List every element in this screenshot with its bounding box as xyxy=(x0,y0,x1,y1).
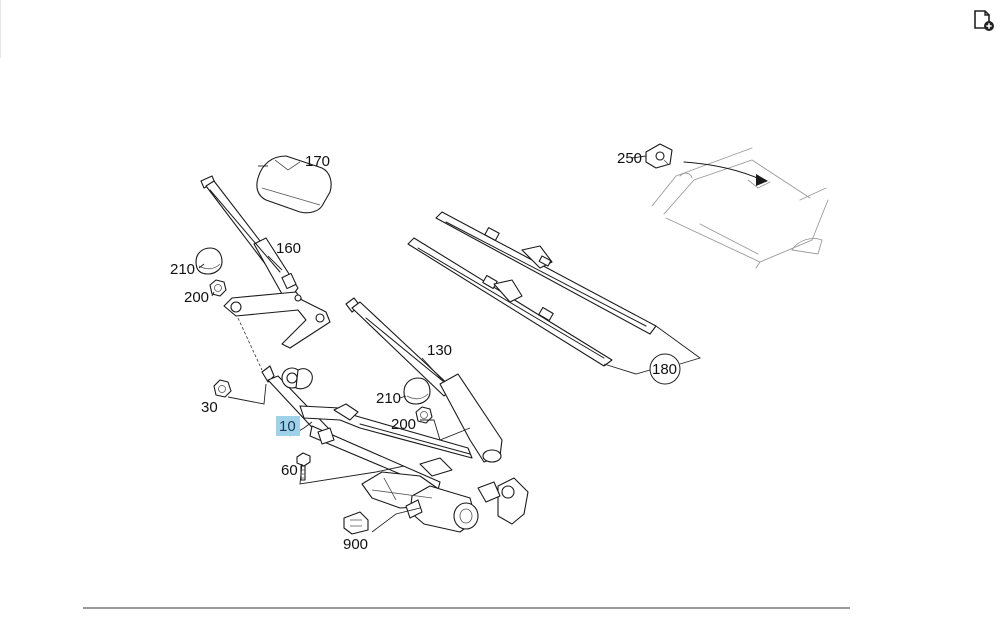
callout-210-right[interactable]: 210 xyxy=(376,390,401,407)
callout-10[interactable]: 10 xyxy=(279,418,296,435)
part-160-left-wiper-arm xyxy=(200,175,299,297)
callout-60[interactable]: 60 xyxy=(281,462,298,479)
left-edge-divider xyxy=(0,0,1,58)
callout-180[interactable]: 180 xyxy=(652,361,677,378)
callout-200-right-label: 200 xyxy=(391,416,416,433)
callout-130[interactable]: 130 xyxy=(427,342,452,359)
part-30-nut xyxy=(213,379,232,398)
callout-10-label: 10 xyxy=(279,418,296,435)
vehicle-windscreen-outline xyxy=(651,147,829,269)
callout-210-left-label: 210 xyxy=(170,261,195,278)
part-left-pivot-bracket xyxy=(223,291,331,371)
part-180-wiper-blade-upper xyxy=(435,211,657,335)
part-210-cap-right xyxy=(403,377,431,405)
callout-210-left[interactable]: 210 xyxy=(170,261,195,278)
callout-900-label: 900 xyxy=(343,536,368,553)
callout-160[interactable]: 160 xyxy=(276,240,301,257)
part-250-rain-sensor xyxy=(645,143,673,169)
part-900-connector xyxy=(343,511,369,535)
part-210-cap-left xyxy=(195,247,223,275)
part-wiper-motor xyxy=(361,471,501,533)
callout-200-left[interactable]: 200 xyxy=(184,289,209,306)
part-60-bolt xyxy=(296,452,311,481)
callout-60-label: 60 xyxy=(281,462,298,479)
document-add-icon xyxy=(974,10,994,31)
callout-170-label: 170 xyxy=(305,153,330,170)
callout-250-label: 250 xyxy=(617,150,642,167)
part-10-wiper-linkage xyxy=(261,365,529,525)
callout-180-circle xyxy=(649,353,681,385)
add-to-list-button[interactable] xyxy=(970,7,996,33)
leader-lines xyxy=(198,155,701,533)
part-170-cover-cap xyxy=(256,155,332,214)
callout-30-label: 30 xyxy=(201,399,218,416)
part-200-nut-right xyxy=(415,406,433,424)
callout-170[interactable]: 170 xyxy=(305,153,330,170)
part-200-nut-left xyxy=(209,279,227,297)
callout-200-left-label: 200 xyxy=(184,289,209,306)
callout-250[interactable]: 250 xyxy=(617,150,642,167)
callout-210-right-label: 210 xyxy=(376,390,401,407)
selected-callout-highlight xyxy=(276,416,300,436)
callout-200-right[interactable]: 200 xyxy=(391,416,416,433)
part-130-right-wiper-arm xyxy=(345,297,503,463)
callout-180-label: 180 xyxy=(652,361,677,378)
callout-160-label: 160 xyxy=(276,240,301,257)
part-180-wiper-blade-lower xyxy=(407,237,613,367)
callout-30[interactable]: 30 xyxy=(201,399,218,416)
callout-130-label: 130 xyxy=(427,342,452,359)
callout-900[interactable]: 900 xyxy=(343,536,368,553)
